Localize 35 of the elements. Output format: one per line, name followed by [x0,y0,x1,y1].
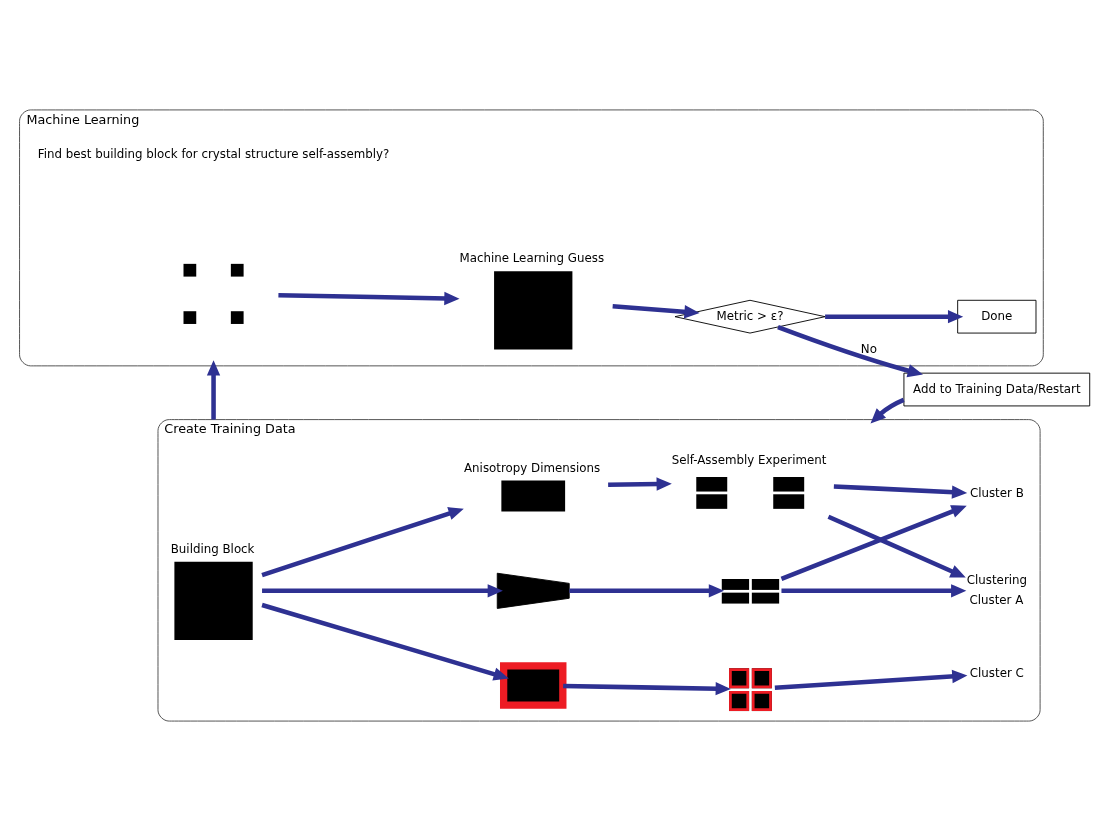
node-label: Building Block [170,541,255,556]
node-kite [496,572,570,609]
arrow [777,324,923,378]
arrow [781,584,967,598]
node-box [501,480,566,512]
node-box [494,271,573,350]
arrow [780,505,967,581]
arrow [569,584,725,598]
node-label: Machine Learning Guess [459,251,605,266]
arrow [608,477,672,491]
arrow [261,602,509,681]
arrow [278,291,460,306]
arrow [261,507,464,578]
edge-label: No [860,342,877,357]
arrow [774,669,968,690]
arrow [833,484,968,499]
arrow [262,584,503,598]
node-box [500,662,567,709]
arrow [206,360,221,420]
node-box [174,561,253,640]
label: Find best building block for crystal structure self-assembly? [37,146,390,161]
node-label: Clustering [966,572,1028,587]
node-text: Cluster A [969,592,1024,607]
arrow [825,310,964,324]
node-label: Anisotropy Dimensions [464,460,601,475]
node-box: Add to Training Data/Restart [903,372,1091,407]
node-text: Cluster C [969,665,1024,680]
arrow [612,304,700,319]
arrow [563,681,731,696]
arrow [827,514,966,578]
node-text: Cluster B [969,486,1024,501]
node-box: Done [957,299,1037,334]
node-label: Self-Assembly Experiment [671,452,827,467]
node-diamond: Metric > ε? [674,299,826,334]
arrow [870,397,905,424]
